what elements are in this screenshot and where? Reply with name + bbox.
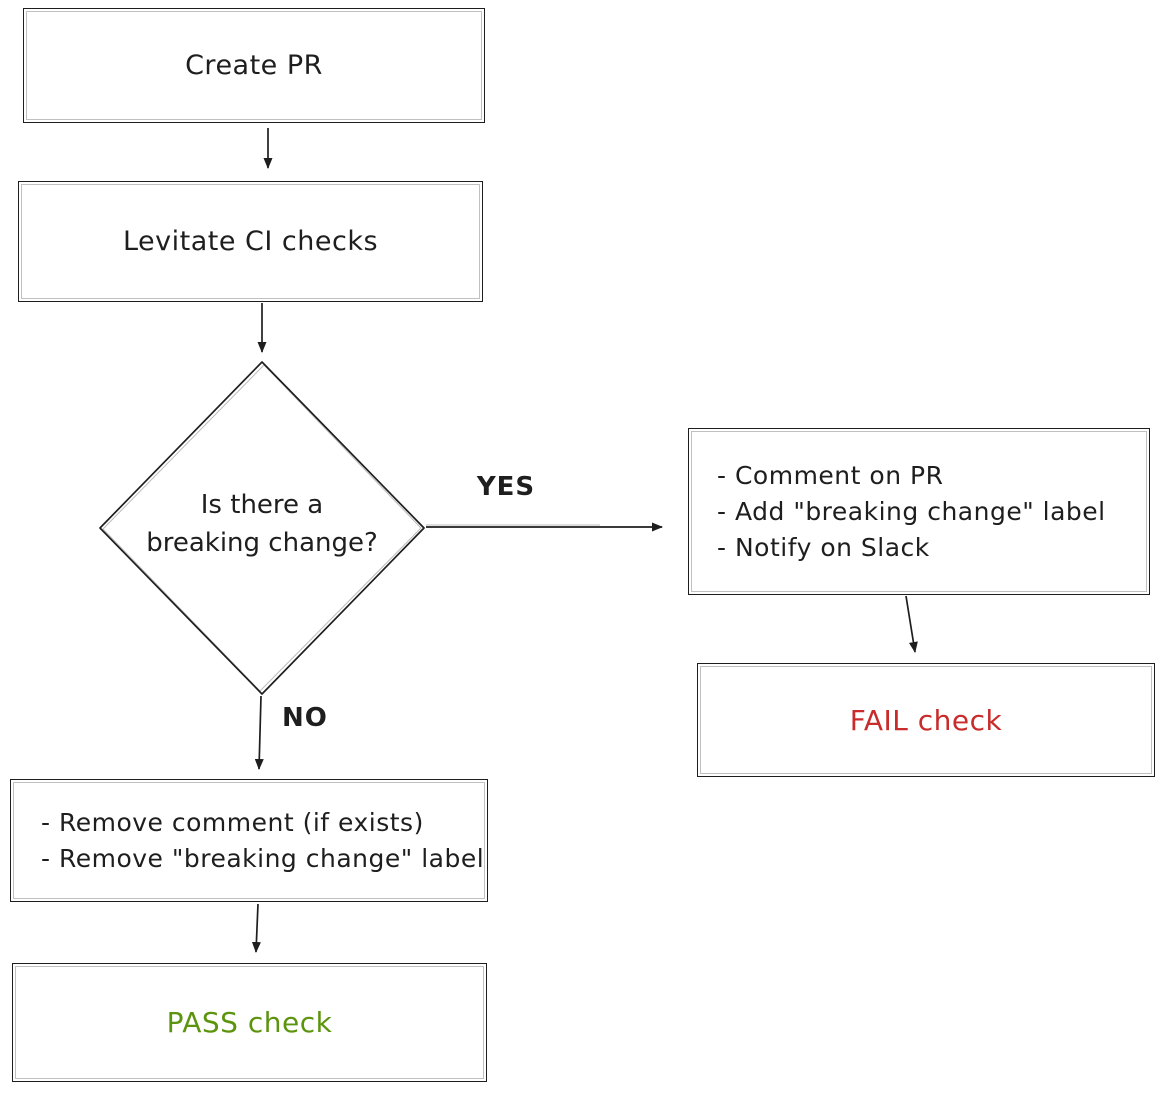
decision-line-2: breaking change? bbox=[146, 528, 378, 558]
no-action-item: - Remove comment (if exists) bbox=[41, 807, 424, 837]
no-action-item: - Remove "breaking change" label bbox=[41, 843, 485, 873]
decision-diamond-shape bbox=[99, 361, 425, 695]
node-decision-label: Is there a breaking change? bbox=[110, 486, 414, 562]
edge-label-yes: YES bbox=[476, 472, 536, 502]
yes-action-item: - Comment on PR bbox=[717, 460, 944, 490]
arrow-yesactions-to-fail bbox=[905, 595, 918, 653]
edge-label-no: NO bbox=[282, 703, 328, 733]
node-yes-actions: - Comment on PR - Add "breaking change" … bbox=[688, 428, 1150, 595]
decision-line-1: Is there a bbox=[200, 490, 324, 520]
yes-action-item: - Add "breaking change" label bbox=[717, 496, 1106, 526]
node-no-actions: - Remove comment (if exists) - Remove "b… bbox=[10, 779, 488, 902]
arrow-no bbox=[254, 695, 264, 770]
node-pass-check: PASS check bbox=[12, 963, 487, 1082]
node-pass-check-label: PASS check bbox=[166, 1006, 333, 1039]
node-create-pr-label: Create PR bbox=[185, 50, 323, 81]
node-create-pr: Create PR bbox=[23, 8, 485, 123]
node-fail-check-label: FAIL check bbox=[849, 703, 1003, 737]
node-ci-checks: Levitate CI checks bbox=[18, 181, 483, 302]
node-fail-check: FAIL check bbox=[697, 663, 1155, 777]
decision-diamond-sketch bbox=[102, 364, 422, 692]
arrow-noactions-to-pass bbox=[251, 903, 261, 953]
node-ci-checks-label: Levitate CI checks bbox=[122, 226, 379, 257]
yes-action-item: - Notify on Slack bbox=[717, 532, 930, 562]
